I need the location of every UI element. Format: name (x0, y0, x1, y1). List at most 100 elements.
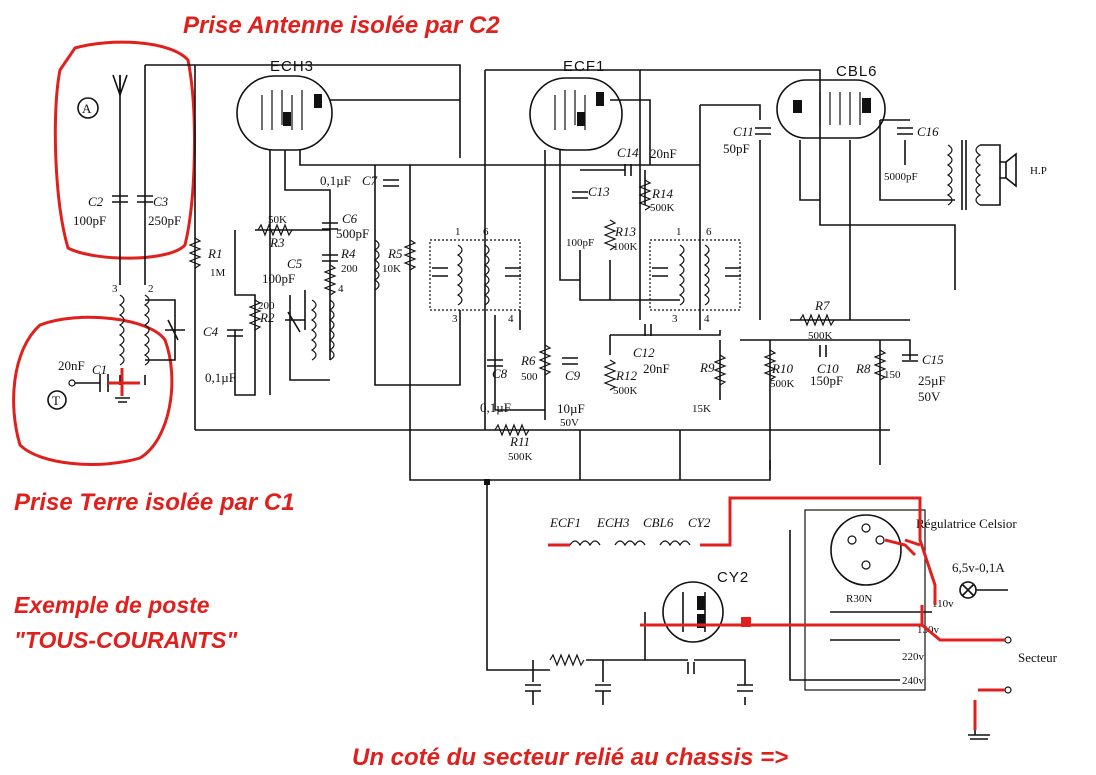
r2-label: R2 (259, 310, 275, 325)
tap-110: 110v (932, 598, 954, 610)
mains-note: Un coté du secteur relié au chassis => (352, 744, 788, 770)
r2-value: 200 (258, 300, 275, 312)
c2-value: 100pF (73, 213, 106, 228)
example-line-2: "TOUS-COURANTS" (14, 627, 238, 653)
output-transformer (946, 140, 1017, 210)
c8-label: C8 (492, 366, 508, 381)
c16-value: 5000pF (884, 171, 918, 183)
coil-pin-1a: 1 (455, 226, 461, 238)
c6-label: C6 (342, 211, 358, 226)
earth-terminal-label: T (52, 393, 60, 408)
c10-value: 150pF (810, 373, 843, 388)
c11-label: C11 (733, 124, 754, 139)
c11-value: 50pF (723, 141, 750, 156)
filament-cbl6: CBL6 (643, 515, 674, 530)
r3-value: 50K (268, 214, 287, 226)
hp-label: H.P (1030, 165, 1047, 177)
r4-label: R4 (340, 246, 356, 261)
coil-pin-6a: 6 (483, 226, 489, 238)
earth-title: Prise Terre isolée par C1 (14, 489, 295, 516)
c9-label: C9 (565, 368, 581, 383)
coil-pin-1b: 1 (676, 226, 682, 238)
r12-label: R12 (615, 368, 637, 383)
c5-value: 100pF (262, 271, 295, 286)
regulator-label: Régulatrice Celsior (916, 516, 1017, 531)
r14-value: 500K (650, 202, 675, 214)
filament-ecf1: ECF1 (549, 515, 581, 530)
c7-value: 0,1µF (320, 173, 351, 188)
c7-label: C7 (362, 173, 378, 188)
c9-voltage: 50V (560, 417, 579, 429)
tube-ecf1-label: ECF1 (563, 58, 605, 75)
antenna-terminal: A (77, 74, 128, 119)
c4-value: 0,1µF (205, 370, 236, 385)
main-wires (119, 64, 956, 481)
r6-label: R6 (520, 353, 536, 368)
r5-label: R5 (387, 246, 403, 261)
capacitor-symbols (112, 127, 918, 674)
c8-value: 0,1µF (480, 400, 511, 415)
c13-label: C13 (588, 184, 610, 199)
c15-label: C15 (922, 352, 944, 367)
tap-240: 240v (902, 675, 925, 687)
r13-label: R13 (614, 224, 636, 239)
example-line-1: Exemple de poste (14, 592, 210, 618)
r14-label: R14 (651, 186, 673, 201)
antenna-title: Prise Antenne isolée par C2 (183, 12, 500, 39)
r9-value: 15K (692, 403, 711, 415)
power-supply: CY2 R30N Régulatrice Celsior 6,5v-0,1A 1… (484, 479, 1058, 740)
c15-value: 25µF (918, 373, 946, 388)
filament-ech3: ECH3 (596, 515, 630, 530)
coil-pin-2c: 2 (148, 283, 154, 295)
coil-pin-3c: 3 (112, 283, 118, 295)
c9-value: 10µF (557, 401, 585, 416)
coil-pin-4b: 4 (704, 313, 710, 325)
coil-pin-4c: 4 (338, 283, 344, 295)
earth-highlight (12, 315, 174, 466)
tube-cbl6-label: CBL6 (836, 63, 878, 80)
r1-value: 1M (210, 267, 226, 279)
earth-terminal: T (47, 368, 140, 410)
mains-label: Secteur (1018, 650, 1058, 665)
c1-label: C1 (92, 362, 107, 377)
r8-value: 150 (884, 369, 901, 381)
coil-pin-3b: 3 (672, 313, 678, 325)
pilot-lamp-label: 6,5v-0,1A (952, 560, 1005, 575)
coil-pin-4a: 4 (508, 313, 514, 325)
r11-label: R11 (509, 434, 530, 449)
c3-label: C3 (153, 194, 169, 209)
r11-value: 500K (508, 451, 533, 463)
r9-label: R9 (699, 360, 715, 375)
c2-label: C2 (88, 194, 104, 209)
r1-label: R1 (207, 246, 222, 261)
filament-cy2: CY2 (688, 515, 711, 530)
c15-voltage: 50V (918, 389, 941, 404)
r5-value: 10K (382, 263, 401, 275)
r10-value: 500K (770, 378, 795, 390)
c16-label: C16 (917, 124, 939, 139)
c14-label: C14 (617, 145, 639, 160)
antenna-terminal-label: A (82, 101, 92, 116)
c4-label: C4 (203, 324, 219, 339)
osc-coil: 4 (285, 283, 344, 361)
input-coil: 3 2 (112, 283, 185, 366)
c14-value: 20nF (650, 146, 677, 161)
c3-value: 250pF (148, 213, 181, 228)
coil-pin-6b: 6 (706, 226, 712, 238)
c1-value: 20nF (58, 358, 85, 373)
tube-r30n-label: R30N (846, 593, 872, 605)
tap-220: 220v (902, 651, 925, 663)
tube-cy2-label: CY2 (717, 569, 749, 586)
r7-value: 500K (808, 330, 833, 342)
c10-label: C10 (817, 361, 839, 376)
c5-label: C5 (287, 256, 303, 271)
r4-value: 200 (341, 263, 358, 275)
tube-ech3-label: ECH3 (270, 58, 314, 75)
r6-value: 500 (521, 371, 538, 383)
r3-label: R3 (269, 235, 285, 250)
tube-ech3: ECH3 (236, 58, 333, 151)
if-transformer-2: 1 6 3 4 (649, 226, 741, 325)
c6-value: 500pF (336, 226, 369, 241)
